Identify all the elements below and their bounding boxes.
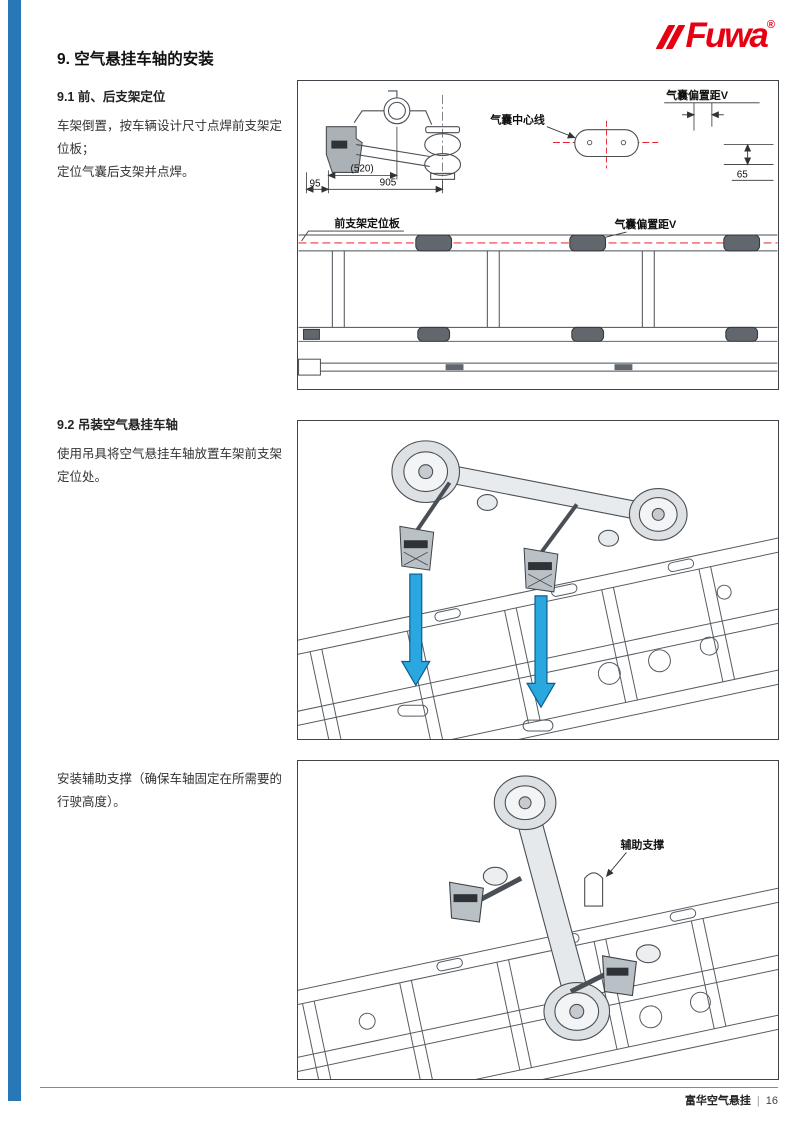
fig3-cross-members [301,918,727,1079]
fig1-dim-95: 95 [309,178,321,189]
left-accent-bar [8,0,21,1101]
fuwa-logo: Fuwa ® [656,16,775,55]
section-9-1-para-1: 车架倒置，按车辆设计尺寸点焊前支架定位板； [57,119,283,156]
figure-aux-support: 辅助支撑 [297,760,779,1080]
fig1-front-plate-label: 前支架定位板 [334,216,400,230]
fig2-lowering-arrows [400,573,556,709]
fig1-dim-65: 65 [737,169,749,180]
fig3-aux-support-bracket [584,872,604,907]
fig2-frame-isometric [298,521,778,739]
fig1-side-view [325,90,462,189]
footer-divider [40,1087,778,1088]
fig1-airbag-centerline-label: 气囊中心线 [489,113,545,127]
fig2-target-plates [397,704,554,732]
fig1-airbag-offset-view: 气囊中心线 气囊偏置距V 65 [489,88,774,181]
section-9-2-heading: 9.2 吊装空气悬挂车轴 [57,418,178,432]
fig3-frame-isometric [298,871,778,1079]
fig1-offset-top-label: 气囊偏置距V [665,88,729,102]
fig2-cross-members [309,566,736,739]
figure-bracket-positioning: 95 (520) 905 气囊中心线 气囊偏置距V [297,80,779,390]
figure2-svg [298,440,778,739]
fig1-dim-520: (520) [351,163,374,174]
page-title: 9. 空气悬挂车轴的安装 [57,51,214,68]
fig1-offset-bottom-label: 气囊偏置距V [614,217,678,231]
footer-text: 富华空气悬挂 | 16 [685,1092,778,1108]
section-9-2-para-1: 使用吊具将空气悬挂车轴放置车架前支架定位处。 [57,447,283,484]
figure-axle-lowering [297,420,779,740]
fig3-label-group: 辅助支撑 [605,837,664,878]
figure1-svg: 95 (520) 905 气囊中心线 气囊偏置距V [298,88,778,376]
logo-registered-mark: ® [766,19,775,31]
section-9-1-para-2: 定位气囊后支架并点焊。 [57,165,195,179]
fig3-axle-assembly [448,775,661,1041]
footer-page-number: 16 [765,1095,778,1107]
aux-support-para-1: 安装辅助支撑（确保车轴固定在所需要的行驶高度）。 [57,772,283,809]
fig3-aux-support-label: 辅助支撑 [620,837,664,851]
section-9-1-heading: 9.1 前、后支架定位 [57,90,166,104]
footer-separator: | [756,1095,760,1107]
fig1-dim-905: 905 [380,177,397,188]
section-9-2-text: 9.2 吊装空气悬挂车轴 使用吊具将空气悬挂车轴放置车架前支架定位处。 [57,414,292,489]
aux-support-text: 安装辅助支撑（确保车轴固定在所需要的行驶高度）。 [57,768,292,814]
fig2-hanger-brackets [399,525,559,593]
footer-brand: 富华空气悬挂 [684,1095,751,1107]
fig1-dimensions [305,126,444,194]
logo-stripes-icon [656,25,686,49]
logo-text: Fuwa [685,16,768,55]
section-9-1-text: 9.1 前、后支架定位 车架倒置，按车辆设计尺寸点焊前支架定位板； 定位气囊后支… [57,86,292,184]
figure3-svg: 辅助支撑 [298,775,778,1079]
fig1-frame-plan-view: 前支架定位板 气囊偏置距V [298,216,778,376]
fig2-axle-assembly [391,440,688,556]
